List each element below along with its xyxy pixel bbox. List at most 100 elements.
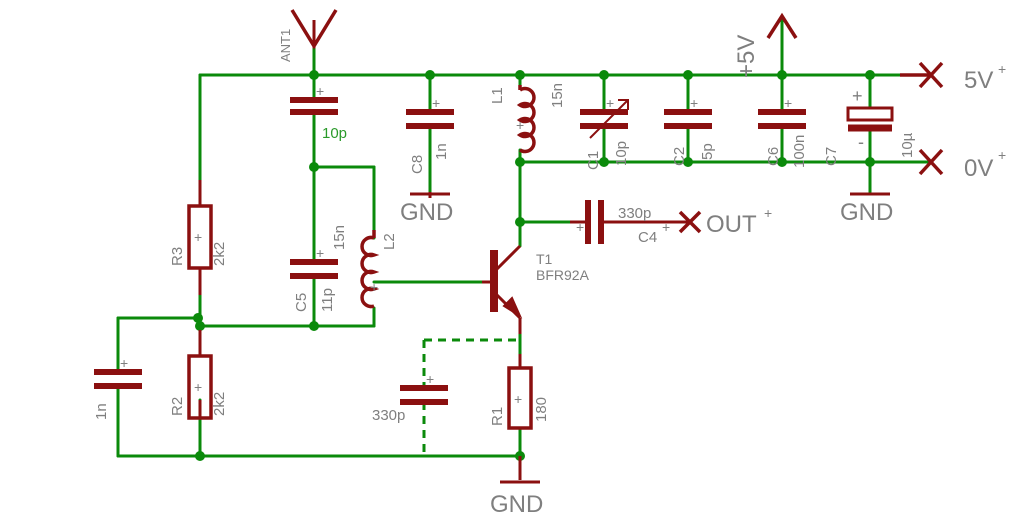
inductor-l1 — [516, 85, 536, 154]
antenna-ant1 — [290, 9, 338, 50]
c4-name: C4 — [638, 229, 657, 246]
r2-value: 2k2 — [211, 392, 228, 416]
junction — [309, 70, 319, 80]
junction — [193, 313, 203, 323]
capacitor-c4 — [570, 200, 702, 244]
c7-value: 10µ — [899, 132, 916, 158]
plus-mark: + — [120, 355, 128, 371]
plus-mark: + — [432, 95, 440, 111]
pin-marks: + + + + + + + + + + + + + + + + + + — [120, 61, 1006, 407]
components — [94, 9, 944, 484]
r3-value: 2k2 — [211, 242, 228, 266]
capacitor-c6 — [758, 109, 806, 129]
ant1-label: ANT1 — [278, 29, 293, 62]
c-ant-value: 10p — [322, 125, 347, 142]
junction — [777, 157, 787, 167]
c7-plus: + — [852, 86, 863, 106]
capacitor-emitter-bypass — [400, 385, 448, 405]
capacitor-c2 — [664, 109, 712, 129]
t1-name: T1 — [536, 251, 553, 267]
c5-value: 11p — [319, 288, 336, 312]
plus-mark: + — [764, 205, 772, 221]
supply-5v-label: +5V — [733, 35, 760, 78]
transistor-t1 — [482, 244, 523, 334]
capacitor-c8 — [406, 109, 454, 129]
junction — [599, 157, 609, 167]
c-base-value: 1n — [93, 403, 110, 420]
resistor-r2 — [187, 330, 213, 420]
inductor-l2 — [360, 230, 380, 309]
c8-name: C8 — [409, 155, 426, 174]
capacitor-antenna — [290, 97, 338, 115]
plus-mark: + — [316, 245, 324, 261]
c1-name: C1 — [585, 151, 602, 170]
junction — [777, 70, 787, 80]
dashed-wire — [422, 338, 516, 456]
plus-mark: + — [606, 95, 614, 111]
c6-name: C6 — [765, 147, 782, 166]
resistor-r3 — [187, 180, 213, 295]
plus-mark: + — [194, 379, 202, 395]
plus-mark: + — [998, 147, 1006, 163]
plus-mark: + — [998, 61, 1006, 77]
c8-value: 1n — [433, 143, 450, 160]
labels: ANT1 10p C8 1n L1 15n C1 10p C2 5p C6 10… — [93, 29, 993, 518]
junctions — [193, 70, 875, 461]
capacitor-base-bypass — [94, 369, 142, 389]
c2-value: 5p — [699, 143, 716, 160]
junction — [309, 162, 319, 172]
gnd-label-bottom: GND — [490, 491, 543, 518]
r1-name: R1 — [489, 407, 506, 426]
junction — [309, 321, 319, 331]
port-0v-cross — [918, 148, 944, 176]
port-5v-label: 5V — [964, 67, 993, 94]
junction — [515, 157, 525, 167]
plus-mark: + — [370, 279, 378, 295]
plus-mark: + — [784, 95, 792, 111]
junction — [865, 157, 875, 167]
junction — [515, 217, 525, 227]
c1-value: 10p — [613, 141, 630, 166]
c2-name: C2 — [671, 147, 688, 166]
l1-value: 15n — [549, 83, 566, 108]
junction — [195, 321, 205, 331]
l2-name: L2 — [381, 233, 398, 250]
capacitor-c1 — [580, 99, 629, 139]
r2-name: R2 — [169, 397, 186, 416]
port-5v-cross — [900, 61, 944, 89]
gnd-label-c7: GND — [840, 199, 893, 226]
junction — [683, 157, 693, 167]
resistor-r1 — [507, 354, 533, 430]
plus-mark: + — [516, 117, 524, 133]
junction — [425, 70, 435, 80]
port-out-label: OUT — [706, 211, 757, 238]
r3-name: R3 — [169, 247, 186, 266]
c-emitter-value: 330p — [372, 407, 405, 424]
c7-minus: - — [858, 132, 864, 152]
r1-value: 180 — [533, 397, 550, 422]
plus-mark: + — [514, 391, 522, 407]
l2-value: 15n — [331, 225, 348, 250]
capacitor-c7 — [846, 106, 894, 132]
junction — [683, 70, 693, 80]
junction — [599, 70, 609, 80]
plus-mark: + — [426, 371, 434, 387]
c7-name: C7 — [823, 147, 840, 166]
plus-mark: + — [662, 219, 670, 235]
l1-name: L1 — [489, 87, 506, 104]
c6-value: 100n — [791, 135, 808, 168]
port-0v-label: 0V — [964, 155, 993, 182]
junction — [195, 451, 205, 461]
plus-mark: + — [316, 83, 324, 99]
plus-mark: + — [576, 219, 584, 235]
capacitor-c5 — [290, 259, 338, 279]
wires — [116, 18, 932, 458]
gnd-label-c8: GND — [400, 199, 453, 226]
supply-arrow — [766, 12, 798, 39]
junction — [515, 70, 525, 80]
plus-mark: + — [690, 95, 698, 111]
junction — [865, 70, 875, 80]
c5-name: C5 — [293, 293, 310, 312]
c4-value: 330p — [618, 205, 651, 222]
